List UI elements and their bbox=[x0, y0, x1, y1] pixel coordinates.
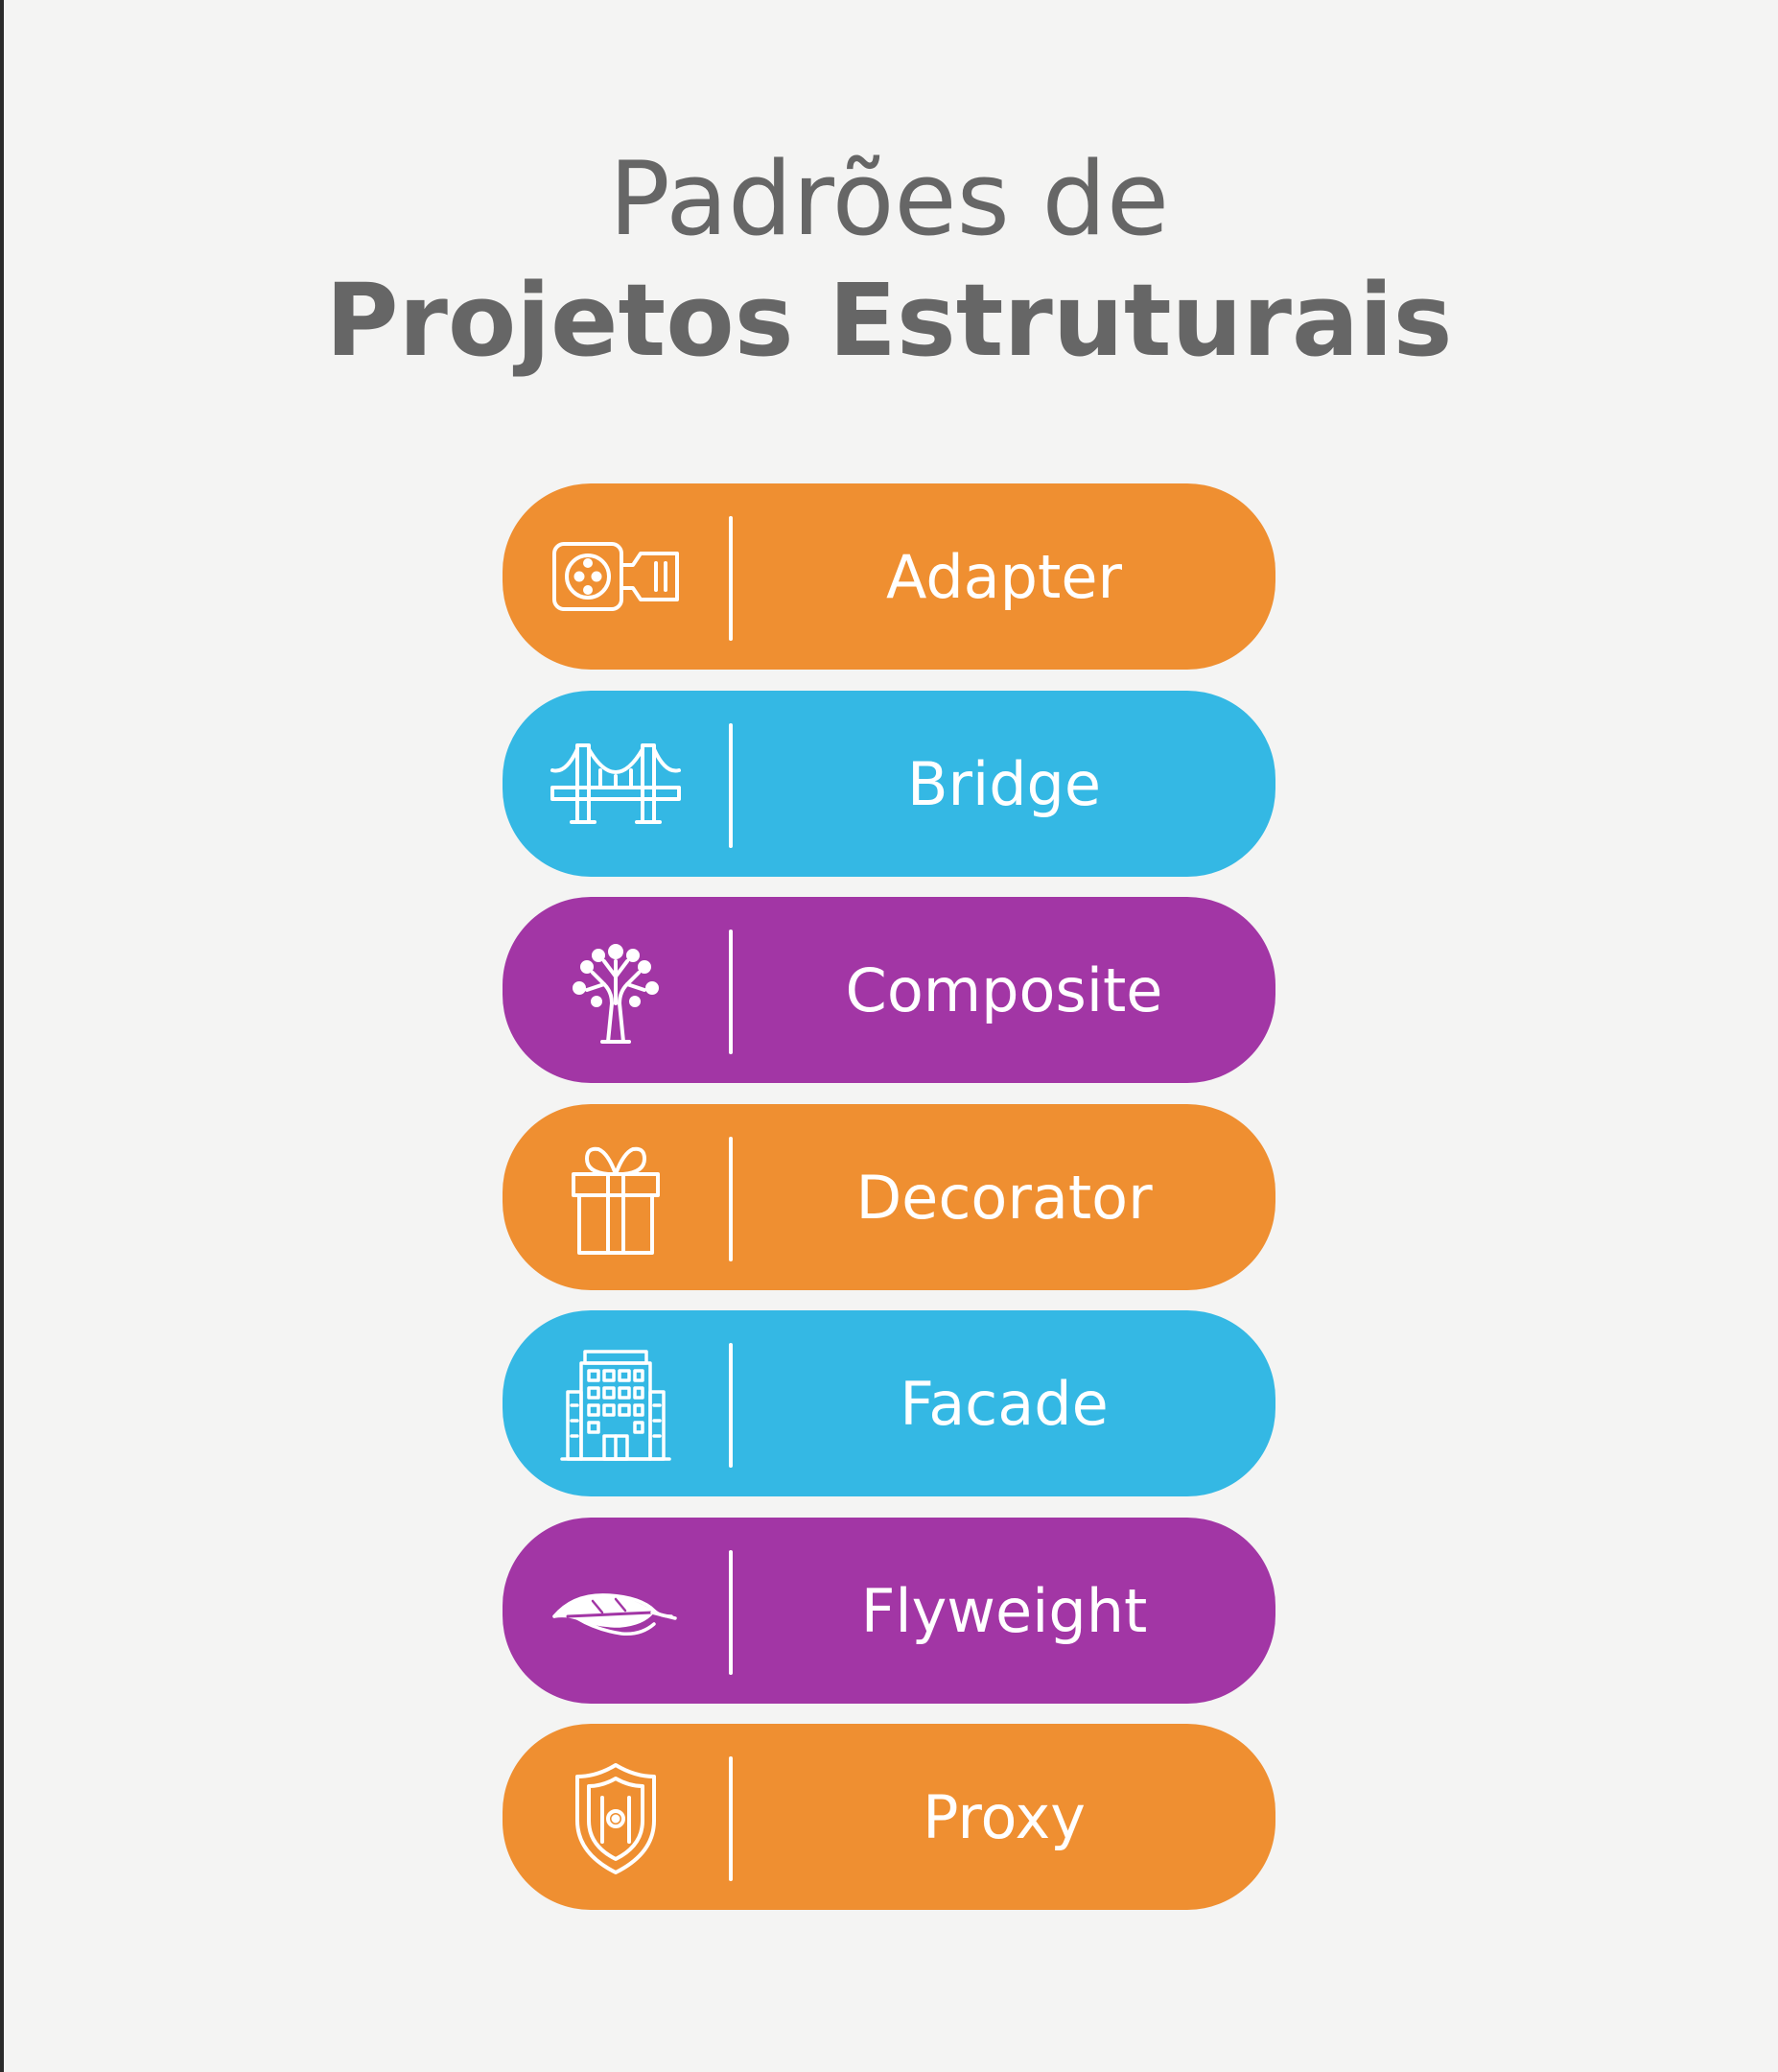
pattern-pill-composite: Composite bbox=[503, 897, 1275, 1083]
pill-divider bbox=[729, 723, 733, 848]
left-edge-line bbox=[0, 0, 4, 2072]
pill-divider bbox=[729, 1137, 733, 1261]
pattern-pill-proxy: Proxy bbox=[503, 1724, 1275, 1910]
pattern-label: Decorator bbox=[855, 1162, 1153, 1233]
page-title: Padrões de Projetos Estruturais bbox=[0, 140, 1778, 383]
pill-divider bbox=[729, 1343, 733, 1468]
pattern-label: Flyweight bbox=[860, 1575, 1148, 1646]
pill-divider bbox=[729, 1550, 733, 1675]
pattern-label: Composite bbox=[845, 954, 1163, 1025]
pattern-pill-decorator: Decorator bbox=[503, 1104, 1275, 1290]
title-line-2: Projetos Estruturais bbox=[325, 261, 1453, 379]
pattern-label: Bridge bbox=[906, 748, 1102, 819]
building-icon bbox=[549, 1336, 683, 1471]
shield-icon bbox=[549, 1750, 683, 1884]
pattern-label: Proxy bbox=[923, 1781, 1086, 1852]
gift-icon bbox=[549, 1130, 683, 1264]
bridge-icon bbox=[549, 717, 683, 851]
pattern-pill-bridge: Bridge bbox=[503, 691, 1275, 877]
title-line-1: Padrões de bbox=[608, 140, 1170, 258]
pill-divider bbox=[729, 930, 733, 1054]
pattern-label: Facade bbox=[900, 1368, 1109, 1439]
pattern-label: Adapter bbox=[886, 541, 1122, 612]
plug-socket-icon bbox=[549, 509, 683, 644]
pill-divider bbox=[729, 516, 733, 641]
pattern-pill-flyweight: Flyweight bbox=[503, 1518, 1275, 1704]
feather-icon bbox=[549, 1543, 683, 1678]
tree-icon bbox=[549, 923, 683, 1057]
pattern-pill-facade: Facade bbox=[503, 1310, 1275, 1496]
pattern-pill-adapter: Adapter bbox=[503, 483, 1275, 670]
pill-divider bbox=[729, 1756, 733, 1881]
